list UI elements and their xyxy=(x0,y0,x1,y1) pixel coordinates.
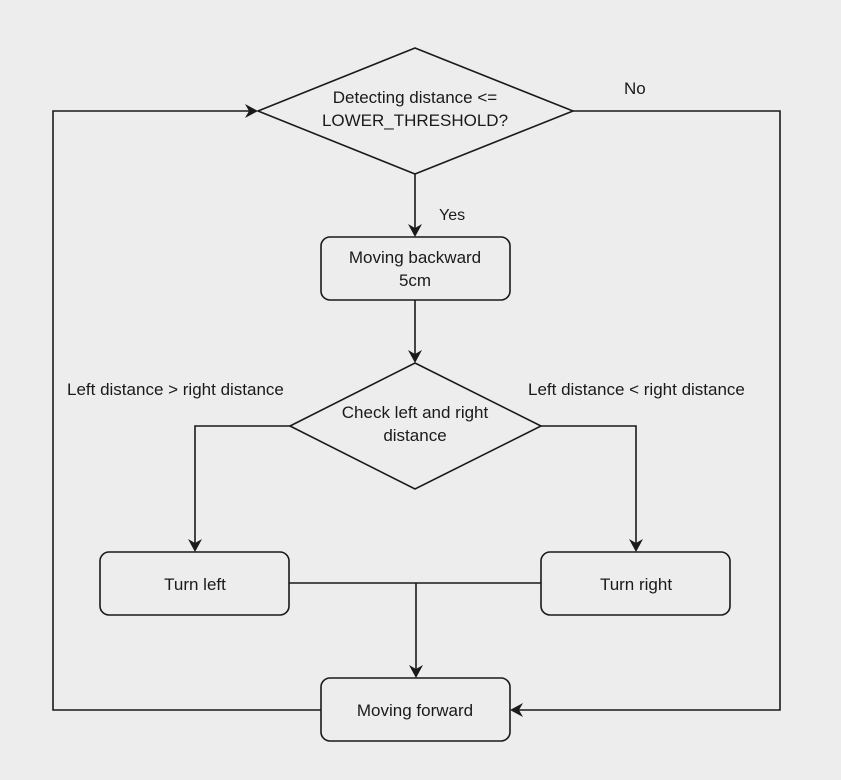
edge-label-no: No xyxy=(624,79,646,98)
turn-left-label: Turn left xyxy=(164,575,226,594)
moving-backward-line-2: 5cm xyxy=(399,271,431,290)
edge-loop-back xyxy=(52,110,321,711)
moving-forward-label: Moving forward xyxy=(357,701,473,720)
edge-to-turn-left xyxy=(194,425,290,543)
arrowhead-icon xyxy=(188,539,202,552)
edge-to-turn-right xyxy=(541,425,637,543)
edge-no xyxy=(519,110,781,711)
arrowhead-icon xyxy=(408,224,422,237)
process-moving-backward: Moving backward 5cm xyxy=(320,236,511,301)
decision-detect-line-1: Detecting distance <= xyxy=(333,88,498,107)
edge-label-left-condition: Left distance > right distance xyxy=(67,380,284,399)
arrowhead-icon xyxy=(629,539,643,552)
arrowhead-icon xyxy=(510,703,523,717)
decision-check-line-1: Check left and right xyxy=(342,403,489,422)
process-turn-left: Turn left xyxy=(99,551,290,616)
decision-detect-distance: Detecting distance <= LOWER_THRESHOLD? xyxy=(255,47,576,175)
edge-label-yes: Yes xyxy=(439,207,465,224)
decision-check-distance: Check left and right distance xyxy=(288,362,543,490)
arrowhead-icon xyxy=(408,350,422,363)
process-turn-right: Turn right xyxy=(540,551,731,616)
decision-detect-line-2: LOWER_THRESHOLD? xyxy=(322,111,508,130)
moving-backward-line-1: Moving backward xyxy=(349,248,481,267)
edge-label-right-condition: Left distance < right distance xyxy=(528,380,745,399)
turn-right-label: Turn right xyxy=(600,575,672,594)
decision-check-line-2: distance xyxy=(383,426,446,445)
arrowhead-icon xyxy=(245,104,258,118)
arrowhead-icon xyxy=(409,665,423,678)
process-moving-forward: Moving forward xyxy=(320,677,511,742)
